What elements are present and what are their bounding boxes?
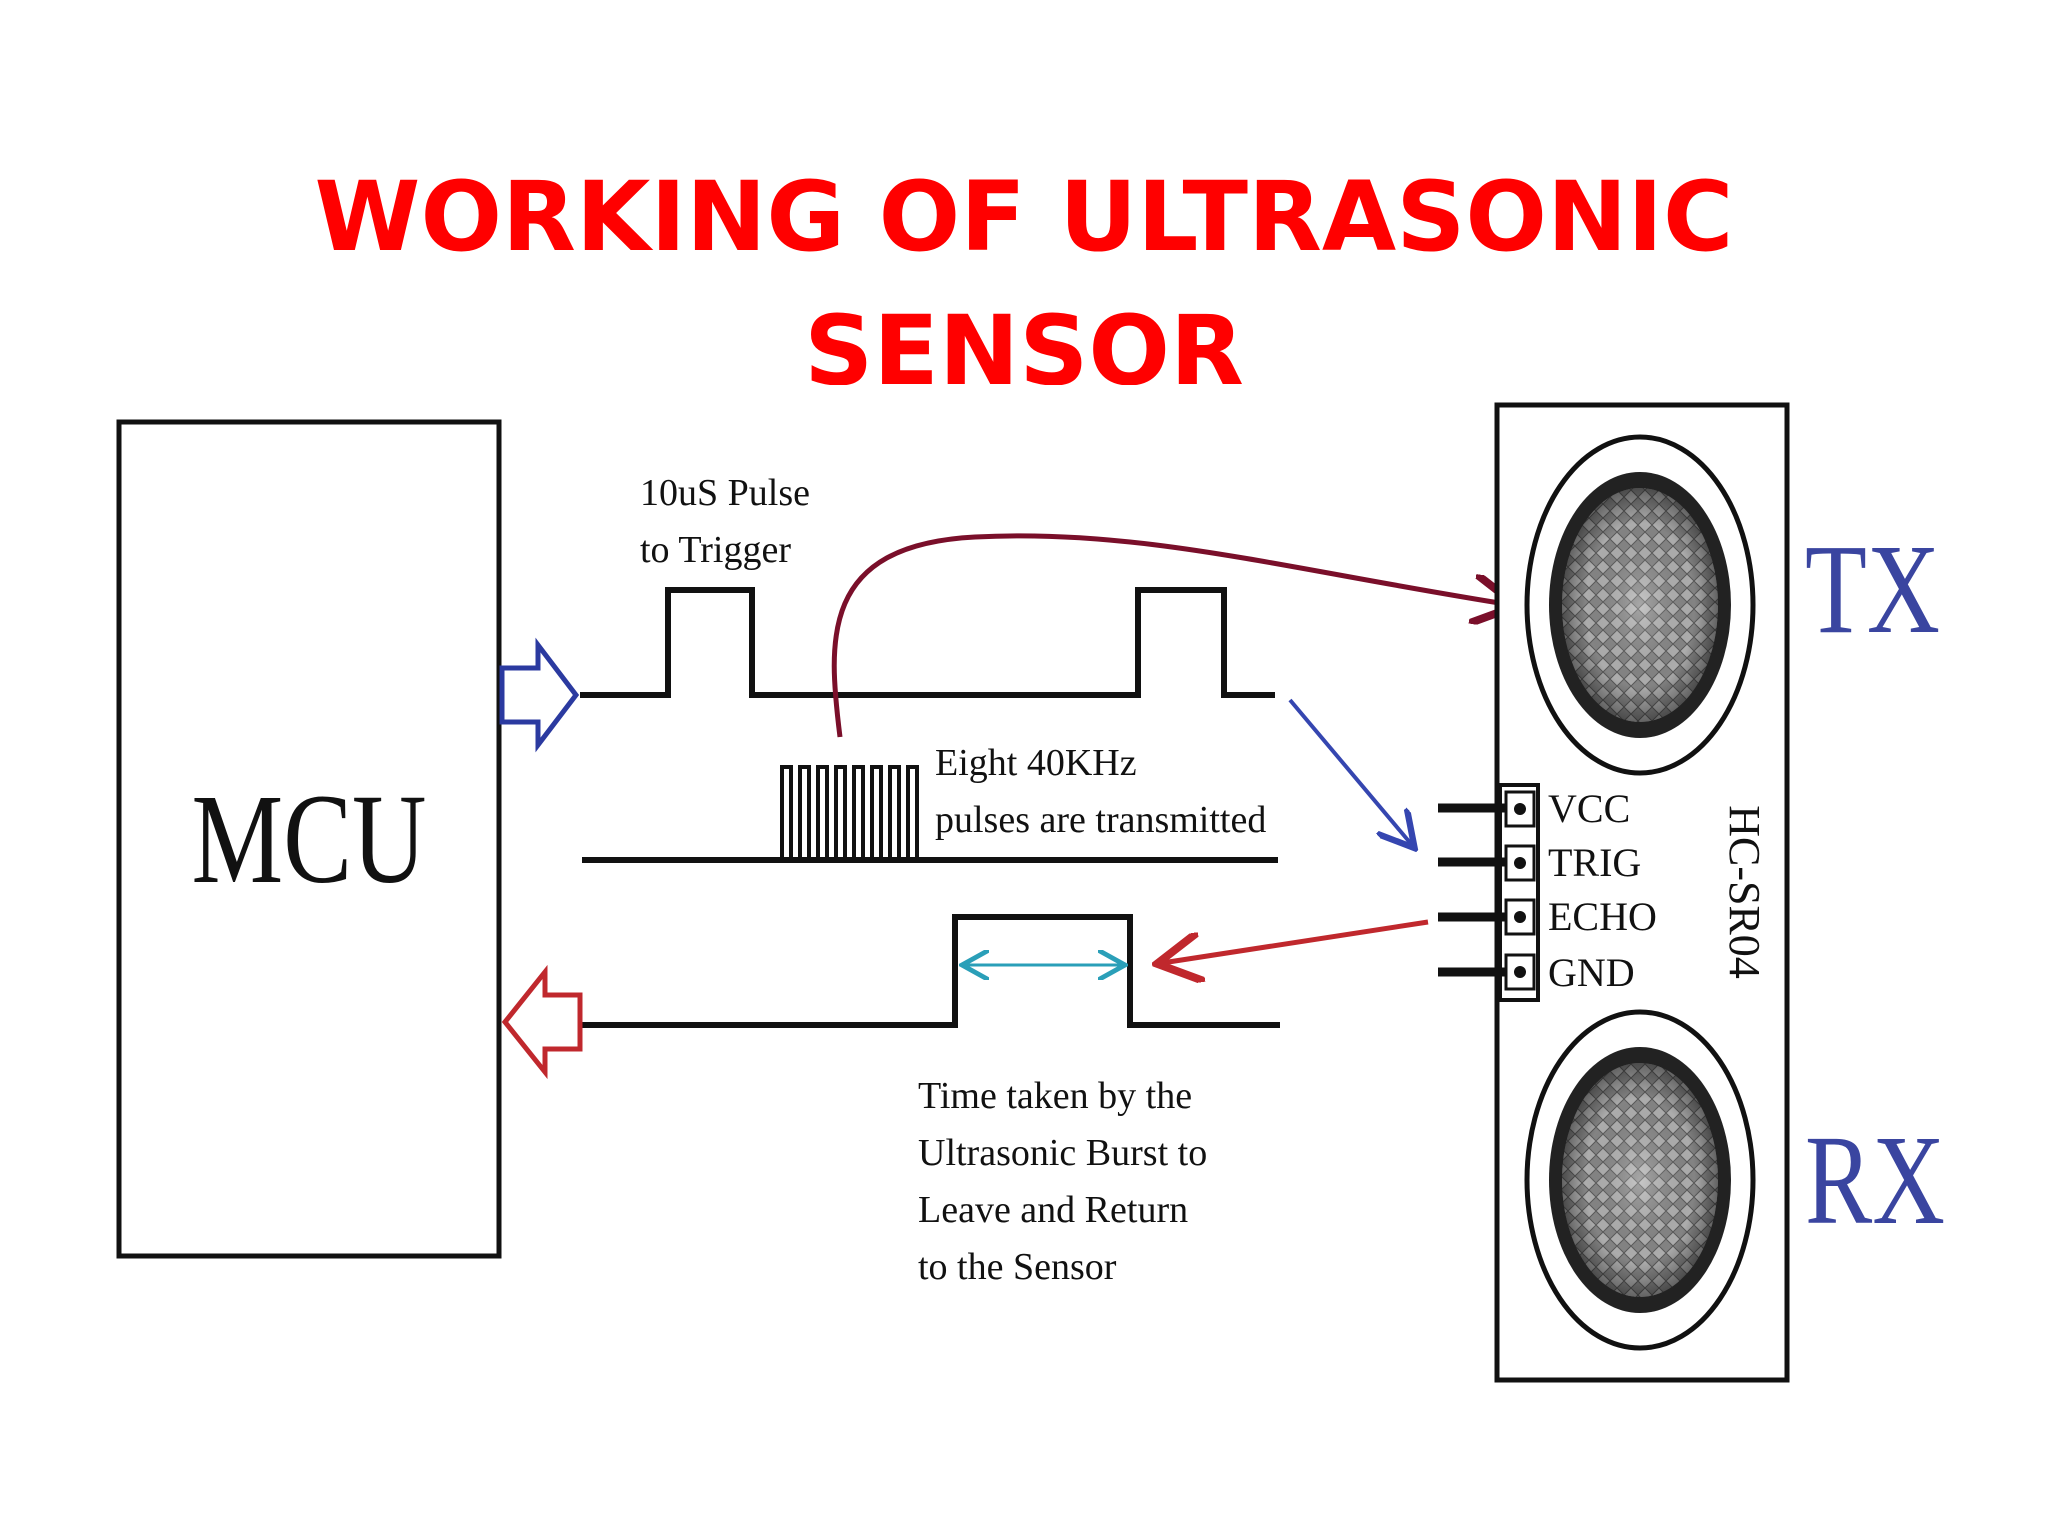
module-name: HC-SR04: [1720, 805, 1769, 979]
echo-label-line-1: Time taken by the: [918, 1075, 1192, 1117]
tx-transducer: [1524, 434, 1756, 776]
title-line-2: SENSOR: [804, 295, 1244, 385]
rx-label: RX: [1805, 1109, 1945, 1251]
rx-transducer: [1524, 1009, 1756, 1351]
echo-output-arrow: [501, 964, 583, 1080]
pin-holes: [1514, 803, 1526, 978]
mcu-label: MCU: [192, 768, 427, 910]
trigger-label-line-1: 10uS Pulse: [640, 472, 810, 514]
pin-pads: [1504, 790, 1536, 991]
burst-label-line-1: Eight 40KHz: [935, 742, 1137, 784]
trigger-to-pin-arrow: [1288, 698, 1412, 845]
trigger-label-line-2: to Trigger: [640, 529, 791, 571]
title-line-1: WORKING OF ULTRASONIC: [314, 161, 1734, 273]
trigger-input-arrow: [499, 637, 580, 753]
echo-label-line-3: Leave and Return: [918, 1189, 1188, 1231]
mcu-box: [116, 419, 502, 1259]
echo-label-line-2: Ultrasonic Burst to: [918, 1132, 1207, 1174]
burst-label: Eight 40KHz pulses are transmitted: [935, 742, 1266, 841]
echo-label-line-4: to the Sensor: [918, 1246, 1117, 1288]
trigger-signal: [580, 587, 1275, 698]
trigger-label: 10uS Pulse to Trigger: [640, 472, 819, 571]
burst-label-line-2: pulses are transmitted: [935, 799, 1266, 841]
trigger-to-tx-arrow: [831, 533, 1512, 738]
tx-label: TX: [1805, 518, 1940, 660]
burst-pulses: [780, 765, 919, 862]
slide-title: WORKING OF ULTRASONIC SENSOR: [0, 150, 2048, 385]
pin-label-trig: TRIG: [1548, 840, 1641, 885]
pin-header: [1498, 783, 1540, 1002]
echo-label: Time taken by the Ultrasonic Burst to Le…: [918, 1075, 1217, 1288]
pin-label-gnd: GND: [1548, 950, 1635, 995]
pin-label-echo: ECHO: [1548, 894, 1657, 939]
pin-label-vcc: VCC: [1548, 786, 1630, 831]
echo-signal: [580, 914, 1280, 1028]
echo-pin-arrow: [1162, 919, 1429, 963]
